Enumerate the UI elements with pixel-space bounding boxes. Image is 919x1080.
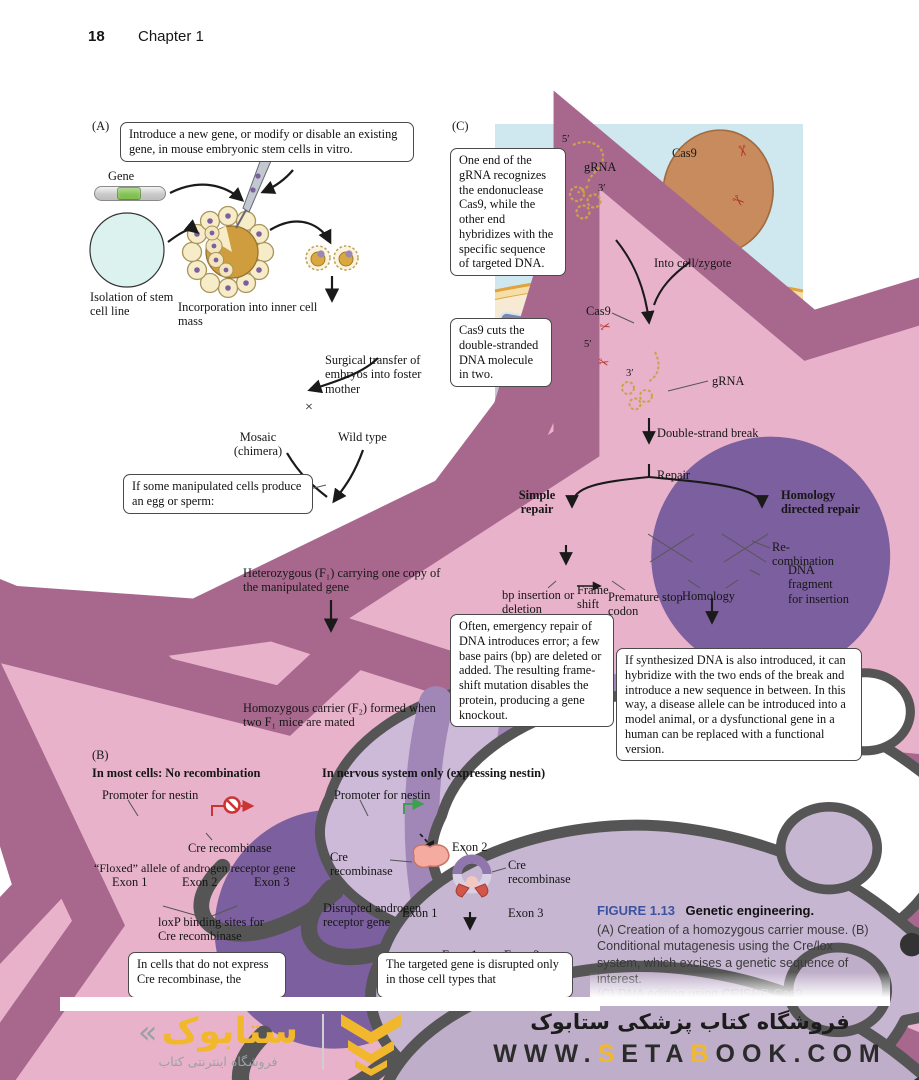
label-exon3-loop: Exon 3 <box>508 906 544 920</box>
label-homozygous: Homozygous carrier (F₂) formed when two … <box>243 701 436 730</box>
membrane-outer-line <box>494 273 804 293</box>
label-floxed-allele: “Floxed” allele of androgen receptor gen… <box>94 861 296 875</box>
callout-grna-recognizes: One end of the gRNA recognizes the endon… <box>450 148 566 276</box>
disrupted-gene-bar <box>432 931 564 946</box>
label-grna-nucleus: gRNA <box>712 374 745 388</box>
dna-hdr-left <box>646 523 709 538</box>
label-gene: Gene <box>108 169 135 183</box>
label-disrupted-gene: Disrupted androgen receptor gene <box>323 901 422 930</box>
grna-molecule-top <box>568 140 605 220</box>
label-surgical-transfer: Surgical transfer of embryos into foster… <box>325 353 422 396</box>
logo-guillemet-icon: « <box>137 1012 158 1051</box>
callout-no-cre: In cells that do not express Cre recombi… <box>128 952 286 998</box>
scissors-icon: ✂ <box>727 190 749 212</box>
label-simple-repair: Simple repair <box>518 488 556 517</box>
chapter-title: Chapter 1 <box>138 28 204 45</box>
setabook-logo: « ستابوک فروشگاه اینترنتی کتاب <box>118 1012 318 1069</box>
cell-membrane-band <box>495 275 803 300</box>
figure-caption-label: FIGURE 1.13 <box>597 903 676 918</box>
logo-wordmark: ستابوک <box>161 1011 299 1052</box>
footer-divider <box>322 1014 324 1070</box>
label-homology-directed-repair: Homology directed repair <box>781 488 861 517</box>
panel-a-tag: (A) <box>92 119 110 133</box>
dna-simple-right <box>575 523 643 538</box>
dna-fragment-bar <box>680 565 746 580</box>
label-cas9-top: Cas9 <box>672 146 697 160</box>
callout-targeted-gene: The targeted gene is disrupted only in t… <box>377 952 573 998</box>
label-cross: × <box>305 400 313 415</box>
panel-c-tag: (C) <box>452 119 469 133</box>
dna-break-right <box>654 451 718 466</box>
callout-emergency-repair: Often, emergency repair of DNA introduce… <box>450 614 614 728</box>
label-cre-right-2: Cre recombinase <box>508 858 571 887</box>
injection-needle <box>235 155 272 229</box>
label-cre-left: Cre recombinase <box>188 841 272 855</box>
label-incorporation: Incorporation into inner cell mass <box>178 300 318 329</box>
panel-b-right-header: In nervous system only (expressing nesti… <box>322 766 546 780</box>
footer-watermark: فروشگاه کتاب پزشکی ستابوک WWW.SETABOOK.C… <box>470 1010 910 1069</box>
nestin-cre-construct-right <box>330 818 492 833</box>
logo-subtitle: فروشگاه اینترنتی کتاب <box>158 1053 278 1069</box>
label-5-prime-top: 5′ <box>562 134 570 145</box>
label-dna-fragment: DNA fragment for insertion <box>788 563 849 606</box>
label-repair: Repair <box>657 468 691 482</box>
label-promoter-right: Promoter for nestin <box>334 788 431 802</box>
label-loxp-sites: loxP binding sites for Cre recombinase <box>158 915 264 944</box>
url-part-accent: S <box>597 1040 622 1068</box>
label-exon1-left: Exon 1 <box>112 875 148 889</box>
label-isolation: Isolation of stem cell line <box>90 290 174 319</box>
panel-a-arrows <box>167 169 379 633</box>
label-bp-insertion: bp insertion or deletion <box>502 588 575 617</box>
callout-egg-sperm: If some manipulated cells produce an egg… <box>123 474 313 514</box>
dna-simple-repair-result <box>503 569 613 584</box>
caption-fade-overlay <box>590 972 890 1006</box>
label-homology: Homology <box>682 589 736 603</box>
dna-hdr-right <box>714 523 777 538</box>
label-into-cell-zygote: Into cell/zygote <box>654 256 732 270</box>
label-grna-top: gRNA <box>584 160 617 174</box>
label-double-strand-break: Double-strand break <box>657 426 759 440</box>
label-5-prime-nucleus: 5′ <box>584 339 592 350</box>
chevron-emblem-icon <box>341 1014 401 1076</box>
label-cre-right-1: Cre recombinase <box>330 850 393 879</box>
callout-synthesized-dna: If synthesized DNA is also introduced, i… <box>616 648 862 762</box>
panel-b-left-header: In most cells: No recombination <box>92 766 261 780</box>
nestin-cre-construct-left <box>98 818 288 833</box>
panel-b-tag: (B) <box>92 748 109 762</box>
scissors-icon: ✂ <box>732 143 753 159</box>
dna-right-of-cas9 <box>706 346 802 360</box>
blastocyst <box>181 205 275 299</box>
website-url: WWW.SETABOOK.COM <box>470 1040 910 1069</box>
dna-hdr-result <box>625 627 791 642</box>
label-3-prime-nucleus: 3′ <box>626 368 634 379</box>
page-number: 18 <box>88 28 105 45</box>
label-cas9-nucleus: Cas9 <box>586 304 611 318</box>
page-crop-strip <box>60 997 600 1011</box>
label-exon2-right: Exon 2 <box>452 840 488 854</box>
label-wild-type: Wild type <box>338 430 387 444</box>
callout-cas9-cuts: Cas9 cuts the double-stranded DNA molecu… <box>450 318 552 387</box>
dna-break-left <box>585 451 648 466</box>
url-part: WWW. <box>493 1040 598 1068</box>
floxed-allele-bar <box>96 891 308 906</box>
gene-bar <box>94 186 166 201</box>
label-mosaic-chimera: Mosaic (chimera) <box>233 430 283 459</box>
store-name-line: فروشگاه کتاب پزشکی ستابوک <box>530 1010 850 1034</box>
figure-caption-title: Genetic engineering. <box>685 903 815 918</box>
url-part-accent: B <box>690 1040 716 1068</box>
cas9-protein-top <box>662 129 774 255</box>
callout-introduce-gene: Introduce a new gene, or modify or disab… <box>120 122 414 162</box>
egg-cells <box>305 245 359 271</box>
label-exon2-left: Exon 2 <box>182 875 218 889</box>
label-premature-stop: Premature stop codon <box>608 590 683 619</box>
label-heterozygous: Heterozygous (F₁) carrying one copy of t… <box>243 566 441 595</box>
membrane-inner-line <box>494 283 804 301</box>
dna-simple-left <box>503 523 569 538</box>
url-part: ETA <box>621 1040 691 1068</box>
label-exon3-left: Exon 3 <box>254 875 290 889</box>
url-part: OOK.COM <box>715 1040 887 1068</box>
label-promoter-left: Promoter for nestin <box>102 788 199 802</box>
label-3-prime-top: 3′ <box>598 183 606 194</box>
